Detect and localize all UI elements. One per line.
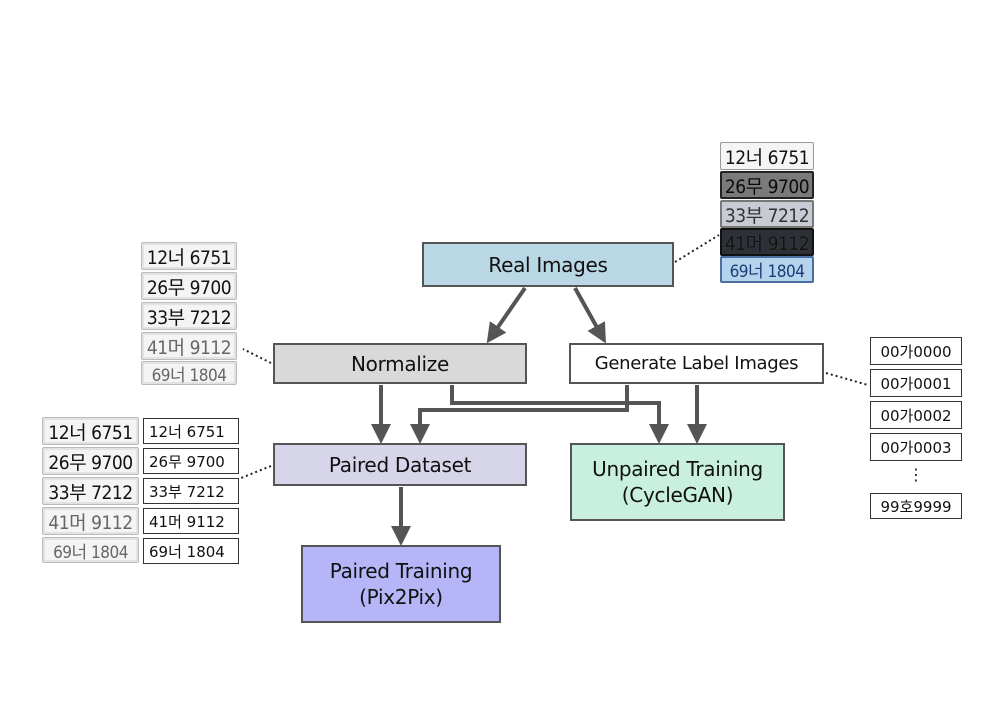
normalized-plate-3: 33부 7212 [141,302,237,330]
normalize-node: Normalize [273,343,527,384]
arrow-normalize-to-unpaired [450,385,669,444]
dotted-link-generate [825,372,869,386]
real-plate-1: 12너 6751 [720,142,814,170]
arrow-real-to-normalize [486,286,527,344]
paired-label-4: 41머 9112 [143,508,239,534]
unpaired-training-method: (CycleGAN) [621,483,734,507]
normalized-plate-2: 26무 9700 [141,272,237,300]
real-images-label: Real Images [488,252,608,277]
paired-plate-2: 26무 9700 [42,447,139,475]
paired-label-3: 33부 7212 [143,478,239,504]
real-plate-2: 26무 9700 [720,171,814,199]
arrow-generate-to-paired [410,385,629,444]
paired-label-5: 69너 1804 [143,538,239,564]
generated-label-2: 00가0001 [870,369,962,397]
paired-plate-5: 69너 1804 [42,537,139,563]
generated-labels-ellipsis: ⋮ [908,465,924,484]
unpaired-training-node: Unpaired Training (CycleGAN) [570,443,785,521]
real-plate-5: 69너 1804 [720,256,814,283]
generated-label-last: 99호9999 [870,493,962,519]
arrow-real-to-generate [573,287,606,344]
real-images-node: Real Images [422,242,674,287]
normalize-label: Normalize [350,351,450,376]
paired-plate-3: 33부 7212 [42,477,139,505]
paired-plate-4: 41머 9112 [42,507,139,535]
generate-label-images-node: Generate Label Images [569,343,824,384]
unpaired-training-title: Unpaired Training [592,457,763,481]
dotted-link-paired [240,465,272,479]
generate-label-images-label: Generate Label Images [594,352,799,374]
dotted-link-real [674,234,720,263]
normalized-plate-4: 41머 9112 [141,332,237,360]
normalized-plate-1: 12너 6751 [141,242,237,270]
paired-dataset-label: Paired Dataset [328,452,472,477]
generated-label-1: 00가0000 [870,337,962,365]
normalized-plate-5: 69너 1804 [141,361,237,386]
real-plate-4: 41머 9112 [720,228,814,256]
real-plate-3: 33부 7212 [720,200,814,228]
paired-training-method: (Pix2Pix) [359,585,443,609]
paired-label-1: 12너 6751 [143,418,239,444]
paired-training-title: Paired Training [329,559,473,583]
generated-label-3: 00가0002 [870,401,962,429]
generated-label-4: 00가0003 [870,433,962,461]
paired-label-2: 26무 9700 [143,448,239,474]
paired-plate-1: 12너 6751 [42,417,139,445]
paired-dataset-node: Paired Dataset [273,443,527,486]
paired-training-node: Paired Training (Pix2Pix) [301,545,501,623]
dotted-link-normalize [242,348,272,364]
